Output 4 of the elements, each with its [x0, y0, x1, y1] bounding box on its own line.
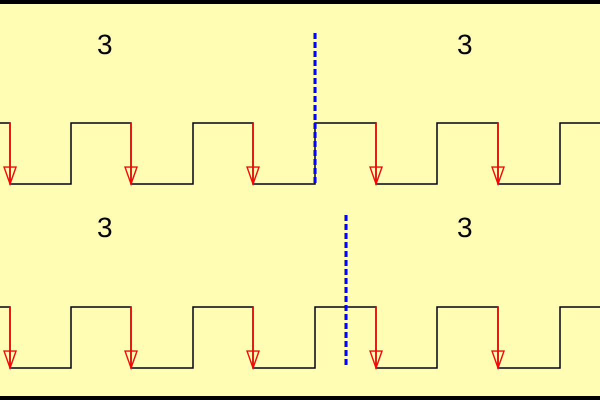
count-label: 3 [97, 214, 113, 242]
count-label: 3 [457, 214, 473, 242]
count-label: 3 [97, 31, 113, 59]
count-label: 3 [457, 31, 473, 59]
